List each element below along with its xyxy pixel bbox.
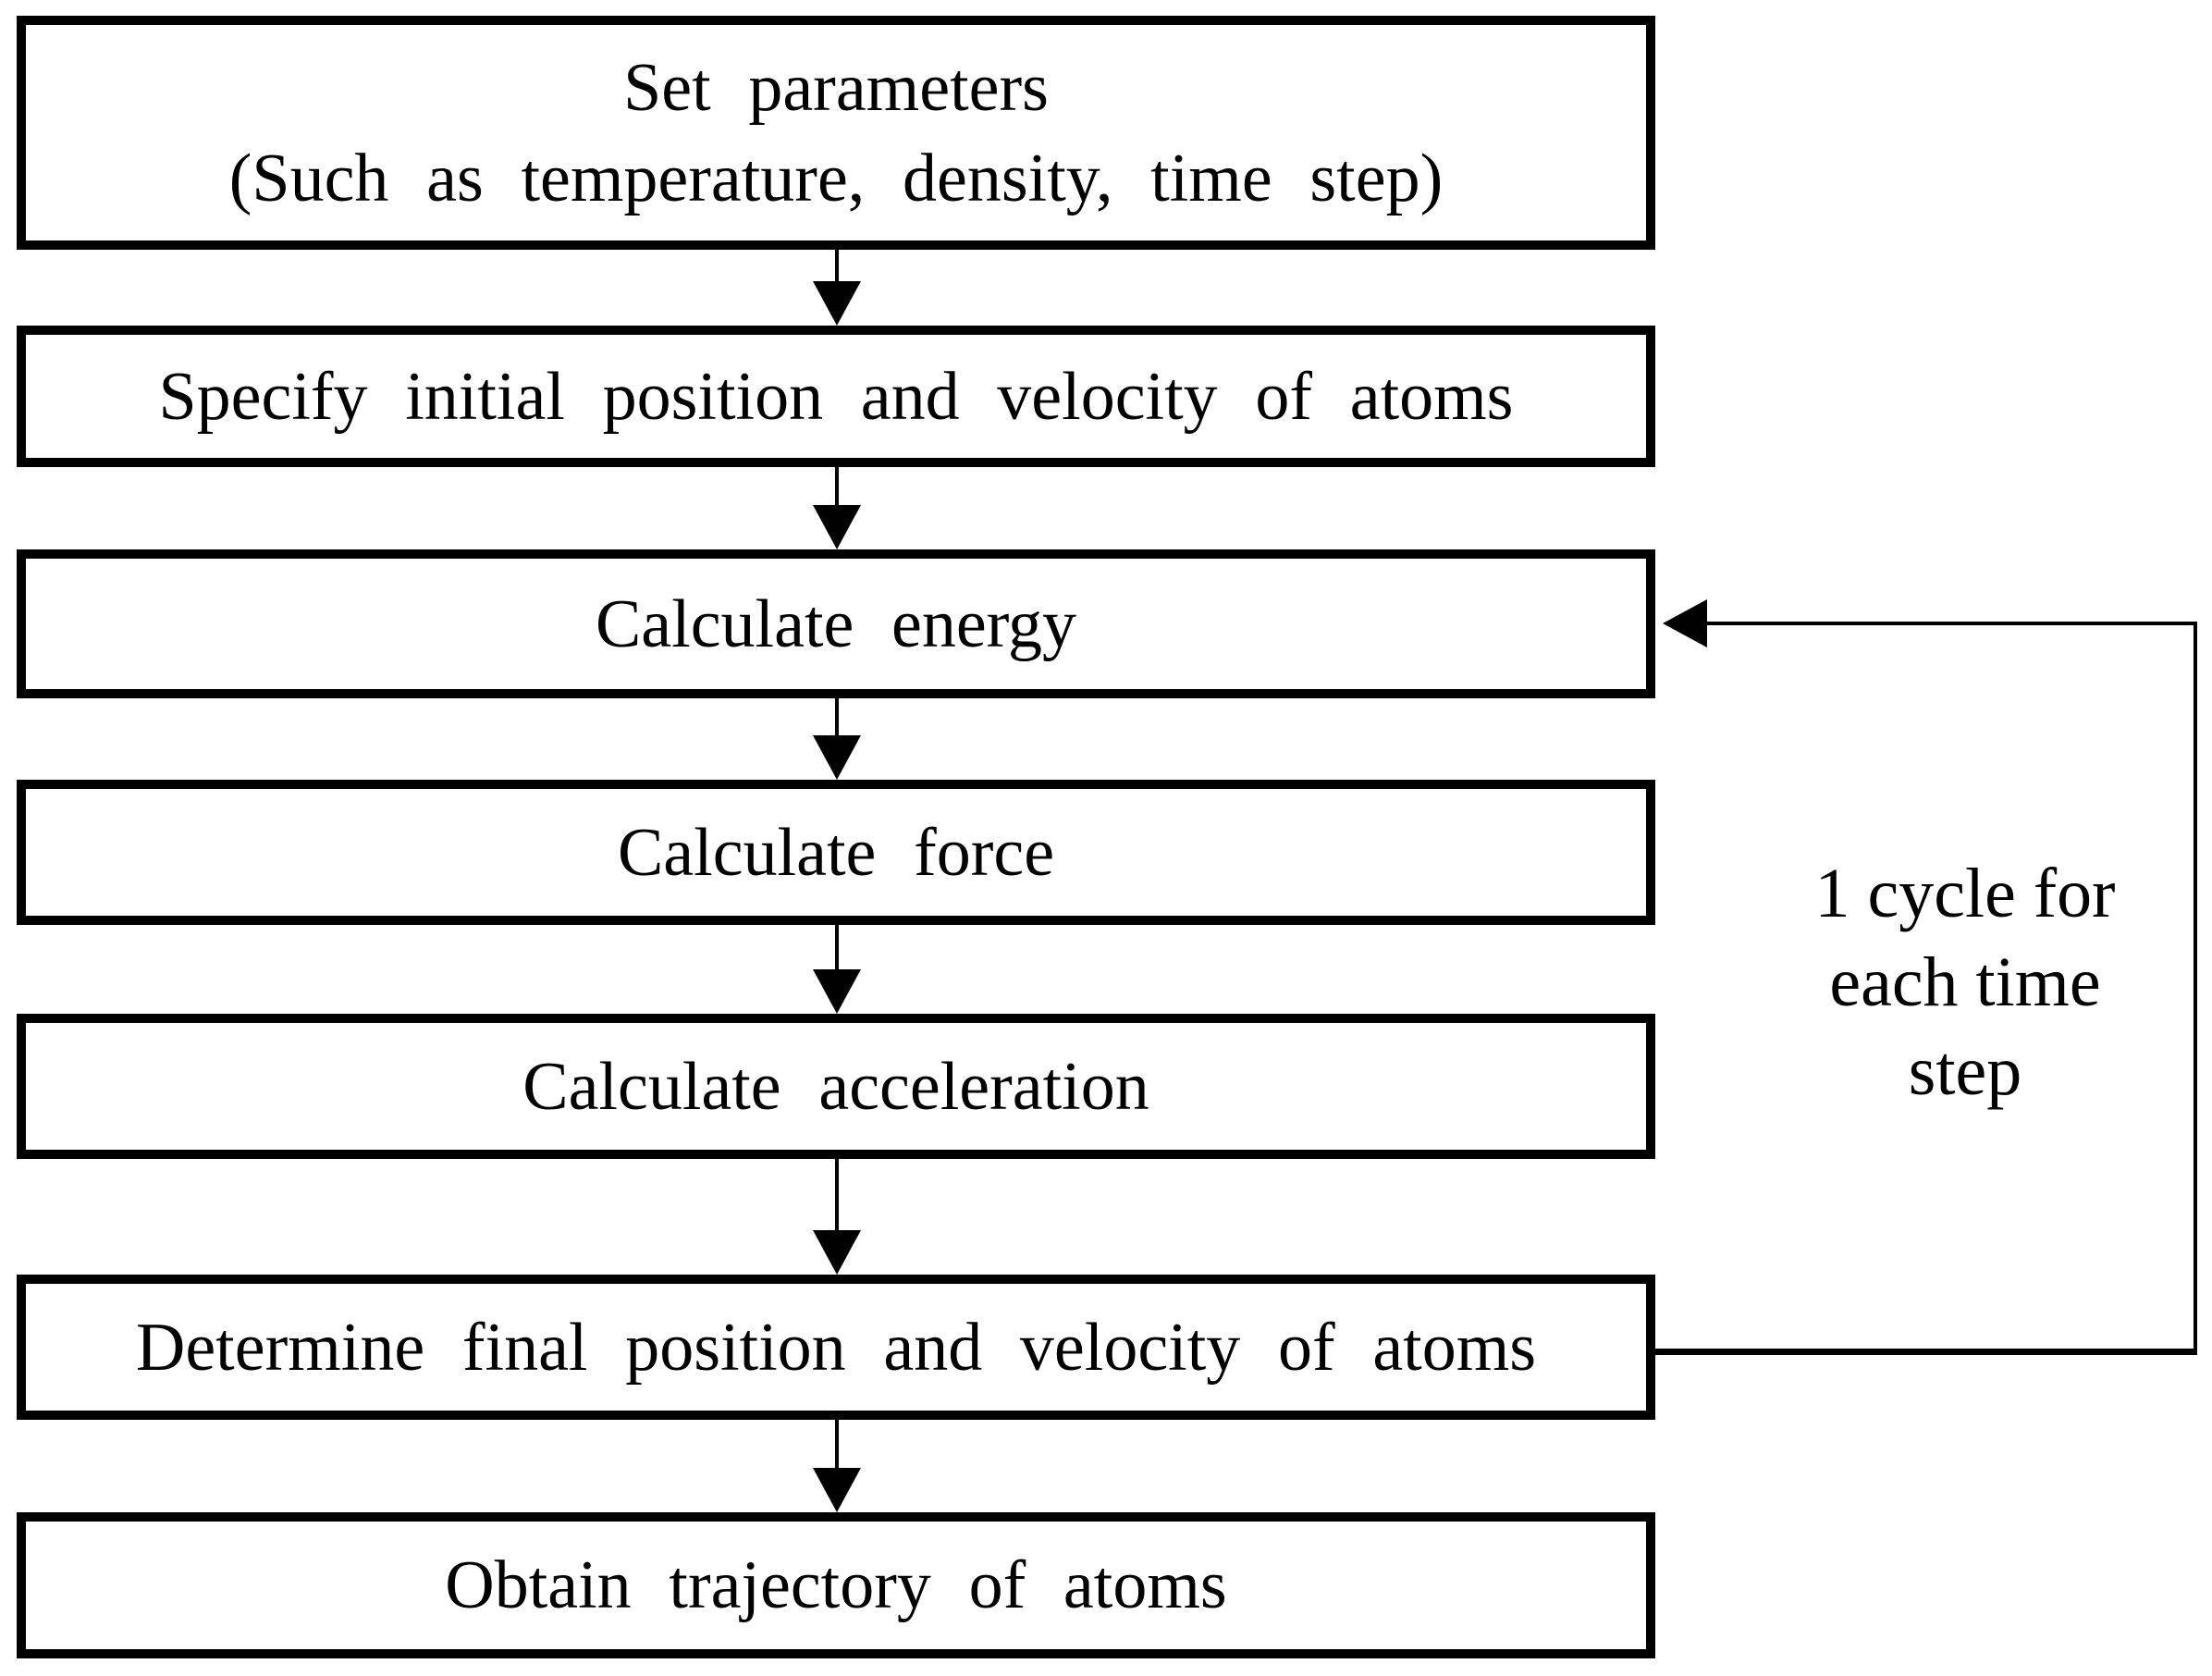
loop-label-line1: 1 cycle for [1814, 855, 2116, 932]
arrow-stem-calculate-acceleration-to-determine-final [835, 1159, 839, 1232]
loop-label-line2: each time [1829, 943, 2101, 1021]
loop-label-line3: step [1908, 1032, 2022, 1110]
box-label-set-parameters-line1: Set parameters [623, 49, 1049, 126]
box-label-calculate-acceleration: Calculate acceleration [522, 1048, 1149, 1125]
arrow-left-icon [1663, 599, 1707, 647]
flowchart-box-obtain-trajectory: Obtain trajectory of atoms [17, 1512, 1655, 1658]
arrow-stem-calculate-force-to-calculate-acceleration [835, 925, 839, 971]
loop-line-vertical [2194, 622, 2197, 1355]
box-label-obtain-trajectory: Obtain trajectory of atoms [445, 1547, 1227, 1623]
box-label-calculate-energy: Calculate energy [595, 585, 1077, 662]
box-label-set-parameters-line2: (Such as temperature, density, time step… [228, 140, 1444, 216]
arrow-stem-calculate-energy-to-calculate-force [835, 698, 839, 737]
flowchart-box-set-parameters: Set parameters (Such as temperature, den… [17, 16, 1655, 250]
arrow-down-icon [813, 735, 861, 780]
flowchart-box-calculate-force: Calculate force [17, 780, 1655, 925]
arrow-down-icon [813, 1468, 861, 1512]
loop-line-top [1705, 622, 2197, 625]
flowchart-box-calculate-energy: Calculate energy [17, 549, 1655, 698]
arrow-down-icon [813, 1230, 861, 1275]
arrow-down-icon [813, 505, 861, 549]
box-label-determine-final-position: Determine final position and velocity of… [135, 1309, 1537, 1386]
flowchart-box-calculate-acceleration: Calculate acceleration [17, 1014, 1655, 1159]
flowchart-box-determine-final-position: Determine final position and velocity of… [17, 1275, 1655, 1420]
arrow-stem-determine-final-to-obtain-trajectory [835, 1420, 839, 1470]
arrow-stem-set-parameters-to-specify-initial [835, 250, 839, 283]
arrow-down-icon [813, 969, 861, 1014]
loop-label: 1 cycle for each time step [1785, 849, 2145, 1115]
arrow-stem-specify-initial-to-calculate-energy [835, 467, 839, 507]
box-label-calculate-force: Calculate force [617, 814, 1055, 891]
box-label-specify-initial-position: Specify initial position and velocity of… [158, 358, 1514, 435]
loop-line-bottom [1655, 1349, 2197, 1355]
flowchart-box-specify-initial-position: Specify initial position and velocity of… [17, 326, 1655, 467]
arrow-down-icon [813, 281, 861, 326]
